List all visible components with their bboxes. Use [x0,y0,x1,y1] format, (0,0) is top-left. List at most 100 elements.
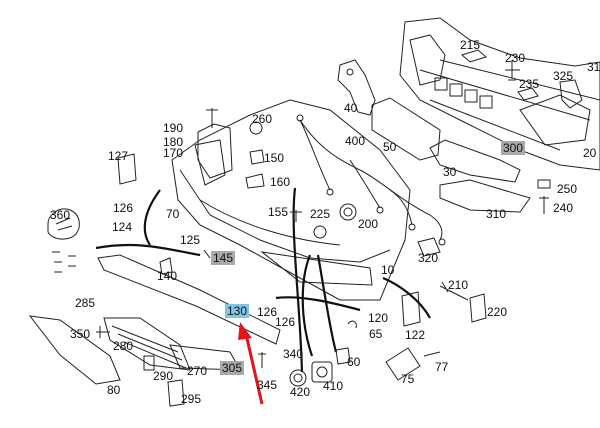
clip-65[interactable] [347,320,357,329]
sensor-410[interactable] [311,361,333,383]
grille-320[interactable] [417,237,441,257]
label-310[interactable]: 310 [486,207,506,221]
label-180[interactable]: 180 [163,135,183,149]
label-126b[interactable]: 126 [257,305,277,319]
label-77[interactable]: 77 [435,360,449,374]
label-290[interactable]: 290 [153,369,173,383]
bolt-230[interactable] [505,60,520,81]
bracket-127[interactable] [117,153,137,185]
bracket-220[interactable] [469,293,487,323]
sensor-200[interactable] [339,203,357,221]
label-285[interactable]: 285 [75,296,95,310]
label-360[interactable]: 360 [50,208,70,222]
label-340[interactable]: 340 [283,347,303,361]
label-170[interactable]: 170 [163,146,183,160]
bracket-122[interactable] [401,291,421,327]
impact-absorber-50[interactable] [371,97,441,161]
label-350[interactable]: 350 [70,327,90,341]
label-70[interactable]: 70 [166,207,180,221]
spray-nozzle-77[interactable] [423,351,441,357]
clip-260[interactable] [249,121,263,135]
label-190[interactable]: 190 [163,121,183,135]
label-126c[interactable]: 126 [275,315,295,329]
screw-190[interactable] [206,108,218,128]
bumper-reinforcement-frame[interactable] [399,17,600,171]
bracket-30[interactable] [429,139,521,183]
label-400[interactable]: 400 [345,134,365,148]
label-305[interactable]: 305 [222,361,242,375]
label-295[interactable]: 295 [181,392,201,406]
label-260[interactable]: 260 [252,112,272,126]
label-235[interactable]: 235 [519,77,539,91]
label-220[interactable]: 220 [487,305,507,319]
label-140[interactable]: 140 [157,269,177,283]
grille-280[interactable] [103,317,191,371]
wiring-harness-400[interactable] [296,114,446,246]
label-20[interactable]: 20 [583,146,597,160]
label-145[interactable]: 145 [213,251,233,265]
clip-145[interactable] [203,249,211,259]
label-127[interactable]: 127 [108,149,128,163]
clip-140[interactable] [159,257,173,275]
tow-eye-210[interactable] [439,281,469,301]
label-230[interactable]: 230 [505,51,525,65]
label-10[interactable]: 10 [381,263,395,277]
bracket-325[interactable] [559,79,583,109]
bracket-295[interactable] [167,379,185,407]
clip-160[interactable] [245,173,265,189]
label-280[interactable]: 280 [113,339,133,353]
label-40[interactable]: 40 [344,101,358,115]
label-300[interactable]: 300 [503,141,523,155]
label-210[interactable]: 210 [448,278,468,292]
clip-290[interactable] [143,355,155,371]
bumper-cover[interactable] [171,99,411,301]
clip-set-360[interactable] [47,208,80,240]
label-31[interactable]: 31 [587,60,600,74]
label-130[interactable]: 130 [227,304,247,318]
label-125[interactable]: 125 [180,233,200,247]
highlight-145 [211,251,235,265]
screw-345[interactable] [258,352,266,368]
sensor-420[interactable] [289,369,307,387]
label-345[interactable]: 345 [257,378,277,392]
label-160[interactable]: 160 [270,175,290,189]
label-80[interactable]: 80 [107,383,121,397]
label-155[interactable]: 155 [268,205,288,219]
clip-150[interactable] [249,149,265,165]
lower-spoiler-120[interactable] [97,254,281,345]
label-120[interactable]: 120 [368,311,388,325]
label-124[interactable]: 124 [112,220,132,234]
screw-350[interactable] [96,326,110,338]
label-65[interactable]: 65 [369,327,383,341]
clip-155[interactable] [290,210,302,222]
cover-75[interactable] [385,347,421,381]
label-50[interactable]: 50 [383,140,397,154]
bracket-225[interactable] [313,225,327,239]
clip-250[interactable] [537,179,551,189]
label-126a[interactable]: 126 [113,201,133,215]
label-325[interactable]: 325 [553,69,573,83]
label-122[interactable]: 122 [405,328,425,342]
bracket-40[interactable] [337,59,376,116]
label-60[interactable]: 60 [347,355,361,369]
label-225[interactable]: 225 [310,207,330,221]
label-240[interactable]: 240 [553,201,573,215]
label-250[interactable]: 250 [557,182,577,196]
holder-60[interactable] [335,347,351,365]
label-420[interactable]: 420 [290,385,310,399]
bolt-240[interactable] [539,196,549,214]
label-410[interactable]: 410 [323,379,343,393]
lower-trim-80[interactable] [28,315,121,385]
label-215[interactable]: 215 [460,38,480,52]
clip-235[interactable] [517,87,539,101]
label-320[interactable]: 320 [418,251,438,265]
label-270[interactable]: 270 [187,364,207,378]
undertray-310[interactable] [439,179,531,213]
label-200[interactable]: 200 [358,217,378,231]
label-30[interactable]: 30 [443,165,457,179]
bracket-180-170[interactable] [197,123,233,179]
label-75[interactable]: 75 [401,372,415,386]
screws-360[interactable] [52,251,76,273]
label-150[interactable]: 150 [264,151,284,165]
clip-215[interactable] [460,49,488,63]
